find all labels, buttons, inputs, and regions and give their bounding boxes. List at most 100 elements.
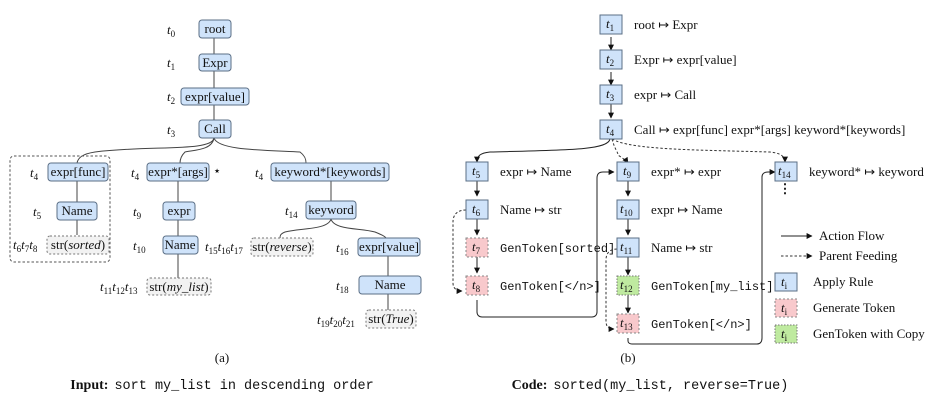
code-caption: Code:sorted(my_list, reverse=True) xyxy=(512,378,789,394)
step-label: t10 xyxy=(133,238,146,255)
step-labels: t6t7t8 xyxy=(13,237,38,254)
step-action-text: expr ↦ Name xyxy=(500,164,572,179)
step-action-text: root ↦ Expr xyxy=(634,17,698,32)
tree-node-call: Call t3 xyxy=(167,119,232,139)
rule-box xyxy=(616,161,640,182)
step-id: t9 xyxy=(623,163,632,180)
tree-node-name-func: Name t5 xyxy=(33,201,98,221)
tree-node-expr: expr t9 xyxy=(133,201,196,221)
step-action-text: Call ↦ expr[func] expr*[args] keyword*[k… xyxy=(634,122,905,137)
step-labels: t15t16t17 xyxy=(205,239,243,256)
step-label: t9 xyxy=(133,204,142,221)
node-label: root xyxy=(205,21,226,36)
step-label: t16 xyxy=(336,240,349,257)
legend-action-flow: Action Flow xyxy=(819,228,885,243)
edge-keyword-reverse xyxy=(279,218,332,239)
action-step-t7: t7 GenToken[sorted] xyxy=(465,237,615,258)
node-label: expr[value] xyxy=(185,89,245,104)
step-label: t14 xyxy=(285,203,298,220)
rule-box xyxy=(599,14,623,35)
step-action-text: keyword* ↦ keyword xyxy=(809,164,924,179)
ellipsis-icon: ⋮ xyxy=(779,181,792,196)
step-label: t0 xyxy=(167,22,176,39)
node-label: Expr xyxy=(202,55,228,70)
step-id: t2 xyxy=(606,51,614,68)
tree-node-name-args: Name t10 xyxy=(133,235,199,255)
step-labels: t19t20t21 xyxy=(317,312,355,329)
gen-box xyxy=(465,237,489,258)
step-label: t5 xyxy=(33,204,42,221)
node-label: Name xyxy=(164,237,195,252)
legend-gentoken-copy: GenToken with Copy xyxy=(813,326,925,341)
feed-arrow-t4-t9 xyxy=(611,138,629,164)
swatch-symbol: ti xyxy=(781,326,788,343)
node-label: expr*[args] xyxy=(148,164,208,179)
flow-arrow-t13-t14 xyxy=(627,169,776,345)
tree-node-name-true: Name t18 xyxy=(336,275,422,295)
step-action-text: expr ↦ Call xyxy=(634,87,697,102)
node-label: Name xyxy=(374,277,405,292)
step-id: t8 xyxy=(472,277,481,294)
step-label: t2 xyxy=(167,89,175,106)
step-label: t4 xyxy=(255,165,264,182)
edge-call-args xyxy=(179,137,215,164)
tree-node-expr-upper: Expr t1 xyxy=(167,53,232,72)
step-labels: t11t12t13 xyxy=(100,279,138,296)
node-label: Name xyxy=(61,203,92,218)
rule-box xyxy=(599,49,623,70)
step-label: t1 xyxy=(167,55,175,72)
tree-edges xyxy=(76,38,389,310)
edge-call-func xyxy=(76,137,215,164)
tree-node-root: root t0 xyxy=(167,19,232,39)
rule-box xyxy=(616,237,640,258)
gen-box xyxy=(465,275,489,296)
gen-box xyxy=(616,313,640,334)
step-id: t3 xyxy=(606,86,615,103)
step-action-text: Name ↦ str xyxy=(651,240,713,255)
action-step-t3: t3 expr ↦ Call xyxy=(599,84,697,105)
step-id: t1 xyxy=(606,16,614,33)
edge-keyword-value xyxy=(330,218,387,239)
leaf-label: str(sorted) xyxy=(51,237,105,252)
step-label: t4 xyxy=(131,165,140,182)
action-step-t4: t4 Call ↦ expr[func] expr*[args] keyword*… xyxy=(599,119,905,140)
star-marker: ⋆ xyxy=(213,163,221,178)
legend-apply-rule: Apply Rule xyxy=(813,274,874,289)
legend: Action Flow Parent Feeding ti Apply Rule… xyxy=(774,228,925,344)
apply-rule-swatch xyxy=(774,272,798,292)
step-action-text: GenToken[sorted] xyxy=(500,242,615,256)
leaf-label: str(my_list) xyxy=(149,279,208,294)
tree-node-expr-value-2: expr[value] t16 xyxy=(336,237,421,257)
step-label: t18 xyxy=(336,278,349,295)
step-id: t5 xyxy=(472,163,481,180)
step-action-text: GenToken[my_list] xyxy=(651,280,773,294)
node-label: expr[func] xyxy=(51,164,106,179)
step-id: t6 xyxy=(472,201,481,218)
rule-box xyxy=(599,84,623,105)
tree-leaf-reverse: str(reverse) t15t16t17 xyxy=(205,237,314,257)
swatch-symbol: ti xyxy=(781,300,788,317)
step-action-text: expr ↦ Name xyxy=(651,202,723,217)
node-label: Call xyxy=(204,121,226,136)
step-action-text: GenToken[</n>] xyxy=(651,318,752,332)
rule-box xyxy=(616,199,640,220)
tree-leaf-true: str(True) t19t20t21 xyxy=(317,309,417,329)
step-id: t4 xyxy=(606,121,615,138)
func-subtree-group xyxy=(9,155,111,263)
legend-parent-feeding: Parent Feeding xyxy=(819,248,898,263)
swatch-symbol: ti xyxy=(781,274,788,291)
tree-node-keyword: keyword t14 xyxy=(285,200,357,220)
step-id: t7 xyxy=(472,239,481,256)
panel-a-tree: root t0 Expr t1 expr[value] t2 Call t3 e… xyxy=(9,19,422,394)
action-step-t1: t1 root ↦ Expr xyxy=(599,14,698,35)
panel-b-label: (b) xyxy=(620,350,635,365)
copy-box xyxy=(616,275,640,296)
